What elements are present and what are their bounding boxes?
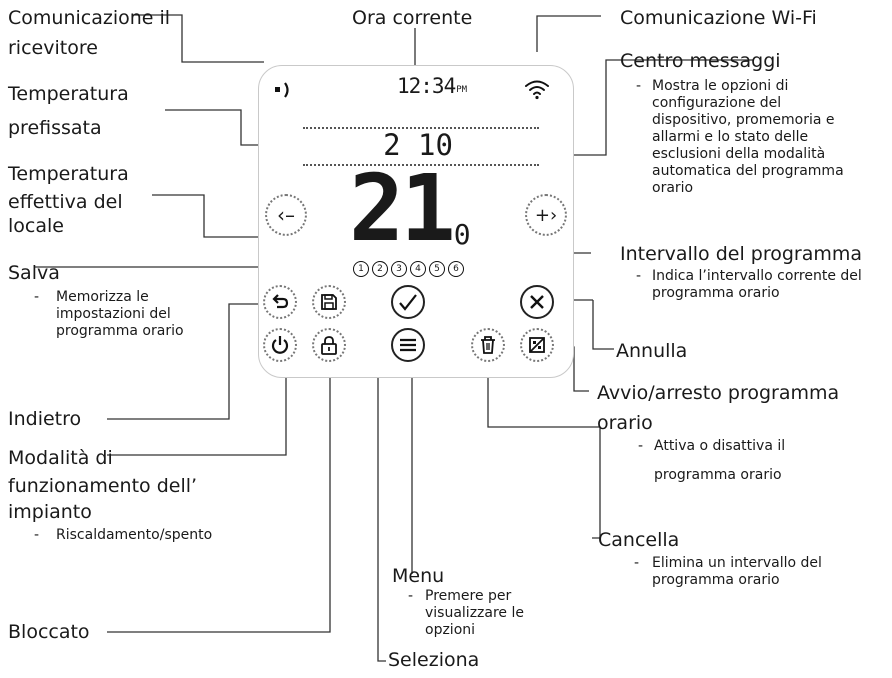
period-4: 4 [410,261,426,277]
callout-set-temp-line1: Temperatura [8,83,129,105]
system-mode-button[interactable] [263,328,297,362]
callout-delete-desc: Elimina un intervallo del programma orar… [652,555,822,588]
plus-icon: +› [534,204,558,226]
callout-schedule-toggle-line1: Avvio/arresto programma [597,382,840,404]
callout-menu-dash: - [408,588,414,604]
callout-schedule-toggle-dash: - [638,438,644,454]
lock-button[interactable] [312,328,346,362]
callout-receiver-line1: Comunicazione il [8,7,171,29]
callout-schedule-toggle-line2: orario [597,412,653,434]
callout-room-temp-line2: effettiva del [8,191,123,213]
callout-delete-title: Cancella [598,529,680,551]
callout-schedule-toggle-desc2: programma orario [654,467,782,483]
callout-menu-desc: Premere per visualizzare le opzioni [425,588,524,638]
minus-icon: ‹– [277,203,295,227]
callout-menu-title: Menu [392,565,445,587]
period-3: 3 [391,261,407,277]
callout-delete-dash: - [634,555,640,571]
message-divider-bottom [303,164,539,166]
clock-time: 12:34 [397,74,456,98]
callout-system-mode-dash: - [34,527,40,543]
message-divider-top [303,127,539,129]
system-mode-leader [107,360,287,456]
increase-button[interactable]: +› [525,194,567,236]
callout-current-time: Ora corrente [352,7,473,29]
set-temperature-display: 2 10 [383,128,453,162]
callout-system-mode-line1: Modalità di [8,447,113,469]
schedule-period-indicators: 1 2 3 4 5 6 [353,261,464,277]
back-button[interactable] [263,285,297,319]
callout-locked: Bloccato [8,621,90,643]
menu-button[interactable] [391,328,425,362]
period-6: 6 [448,261,464,277]
schedule-toggle-icon [529,337,545,353]
hamburger-menu-icon [400,338,416,352]
power-icon [271,336,289,354]
trash-icon [481,336,495,354]
x-icon [530,295,544,309]
callout-system-mode-desc: Riscaldamento/spento [56,527,213,543]
callout-receiver-line2: ricevitore [8,37,98,59]
period-2: 2 [372,261,388,277]
callout-wifi: Comunicazione Wi-Fi [620,7,817,29]
checkmark-icon [399,294,417,311]
callout-period-title: Intervallo del programma [620,243,863,265]
back-arrow-icon [272,294,289,309]
save-button[interactable] [312,285,346,319]
callout-save-dash: - [34,289,40,305]
period-1: 1 [353,261,369,277]
locked-leader [107,360,331,633]
callout-period-desc: Indica l’intervallo corrente del program… [652,268,862,301]
wifi-icon [525,80,549,100]
callout-system-mode-line3: impianto [8,501,92,523]
clock-display: 12:34 PM [397,74,467,98]
room-temperature-decimal: 0 [453,218,471,251]
delete-leader [487,375,601,539]
callout-message-center-dash: - [636,78,642,94]
callout-room-temp-line3: locale [8,215,64,237]
thermostat-panel: 12:34 PM 2 10 21 0 ‹– +› 1 2 3 4 5 6 [258,65,574,378]
callout-period-dash: - [636,268,642,284]
callout-room-temp-line1: Temperatura [8,163,129,185]
wifi-leader [536,15,601,52]
callout-cancel: Annulla [616,340,688,362]
cancel-button[interactable] [520,285,554,319]
callout-select-title: Seleziona [388,649,480,671]
clock-ampm: PM [456,85,468,95]
floppy-disk-icon [321,294,337,310]
room-temperature-value: 21 [349,155,456,262]
receiver-leader [132,14,264,63]
decrease-button[interactable]: ‹– [265,194,307,236]
delete-button[interactable] [471,328,505,362]
padlock-icon [321,336,337,355]
callout-schedule-toggle-desc1: Attiva o disattiva il [654,438,786,454]
receiver-signal-icon [275,82,289,98]
room-temperature-display: 21 0 [349,160,471,258]
schedule-toggle-button[interactable] [520,328,554,362]
callout-set-temp-line2: prefissata [8,117,102,139]
cancel-leader-2 [592,300,614,350]
callout-save-title: Salva [8,262,60,284]
select-button[interactable] [391,285,425,319]
callout-save-desc: Memorizza le impostazioni del programma … [56,289,184,339]
period-5: 5 [429,261,445,277]
callout-back: Indietro [8,408,82,430]
callout-system-mode-line2: funzionamento dell’ [8,475,198,497]
back-leader [107,303,260,420]
callout-message-center-title: Centro messaggi [620,50,781,72]
callout-message-center-desc: Mostra le opzioni di configurazione del … [652,78,844,196]
